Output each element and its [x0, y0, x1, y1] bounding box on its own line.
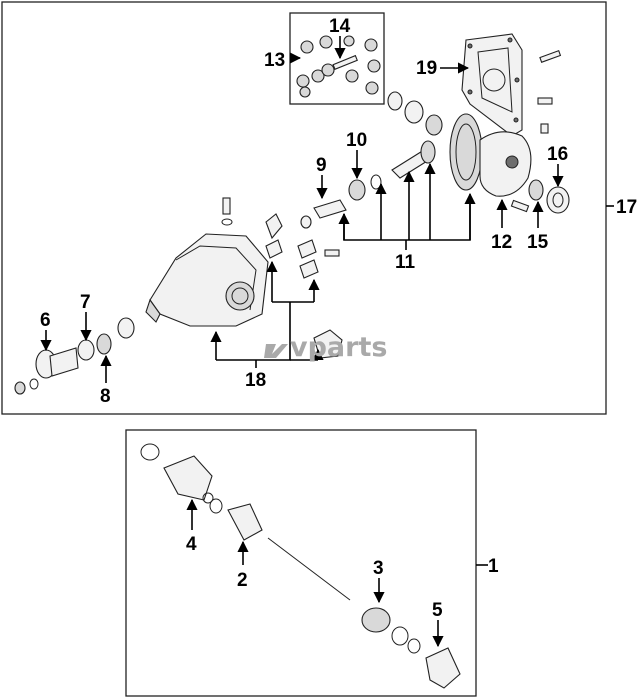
- callout-1: 1: [488, 556, 499, 577]
- side-gear-kit-parts: [296, 35, 381, 98]
- ring-gear-and-case: [449, 113, 532, 213]
- carrier-mount-bolts: [221, 197, 340, 257]
- callout-11: 11: [395, 252, 416, 273]
- callout-15: 15: [527, 232, 549, 253]
- watermark-text: vparts: [290, 332, 387, 363]
- differential-cover: [461, 33, 523, 137]
- callout-17: 17: [616, 197, 637, 218]
- callout-13: 13: [264, 50, 285, 71]
- side-bearing-parts: [528, 179, 570, 214]
- callout-18: 18: [245, 370, 266, 391]
- callout-labels: 1 2 3 4 5 6 7 8 9 10 11 12 13 14 15 16 1…: [40, 16, 637, 621]
- callout-8: 8: [100, 386, 111, 407]
- callout-12: 12: [491, 232, 512, 253]
- watermark: vparts: [264, 332, 387, 363]
- callout-14: 14: [329, 16, 351, 37]
- cover-bolts: [537, 49, 562, 134]
- callout-5: 5: [432, 600, 443, 621]
- wrench-logo-icon: [264, 344, 288, 358]
- carrier-bearings: [387, 91, 443, 136]
- callout-7: 7: [80, 292, 91, 313]
- rear-axle-carrier-frame: [1, 1, 607, 415]
- companion-flange: [14, 317, 135, 395]
- callout-2: 2: [237, 570, 248, 591]
- callout-3: 3: [373, 558, 384, 579]
- callout-10: 10: [346, 130, 367, 151]
- leader-lines: [40, 36, 614, 648]
- housing-mount-brackets: [265, 213, 319, 279]
- carrier-housing: [145, 233, 269, 327]
- callout-16: 16: [547, 144, 568, 165]
- callout-6: 6: [40, 310, 51, 331]
- axle-shaft-frame: [125, 429, 477, 697]
- callout-9: 9: [316, 155, 327, 176]
- callout-4: 4: [186, 534, 197, 555]
- callout-19: 19: [416, 58, 437, 79]
- drive-pinion-parts: [300, 140, 436, 229]
- axle-shaft-assembly: [140, 443, 461, 689]
